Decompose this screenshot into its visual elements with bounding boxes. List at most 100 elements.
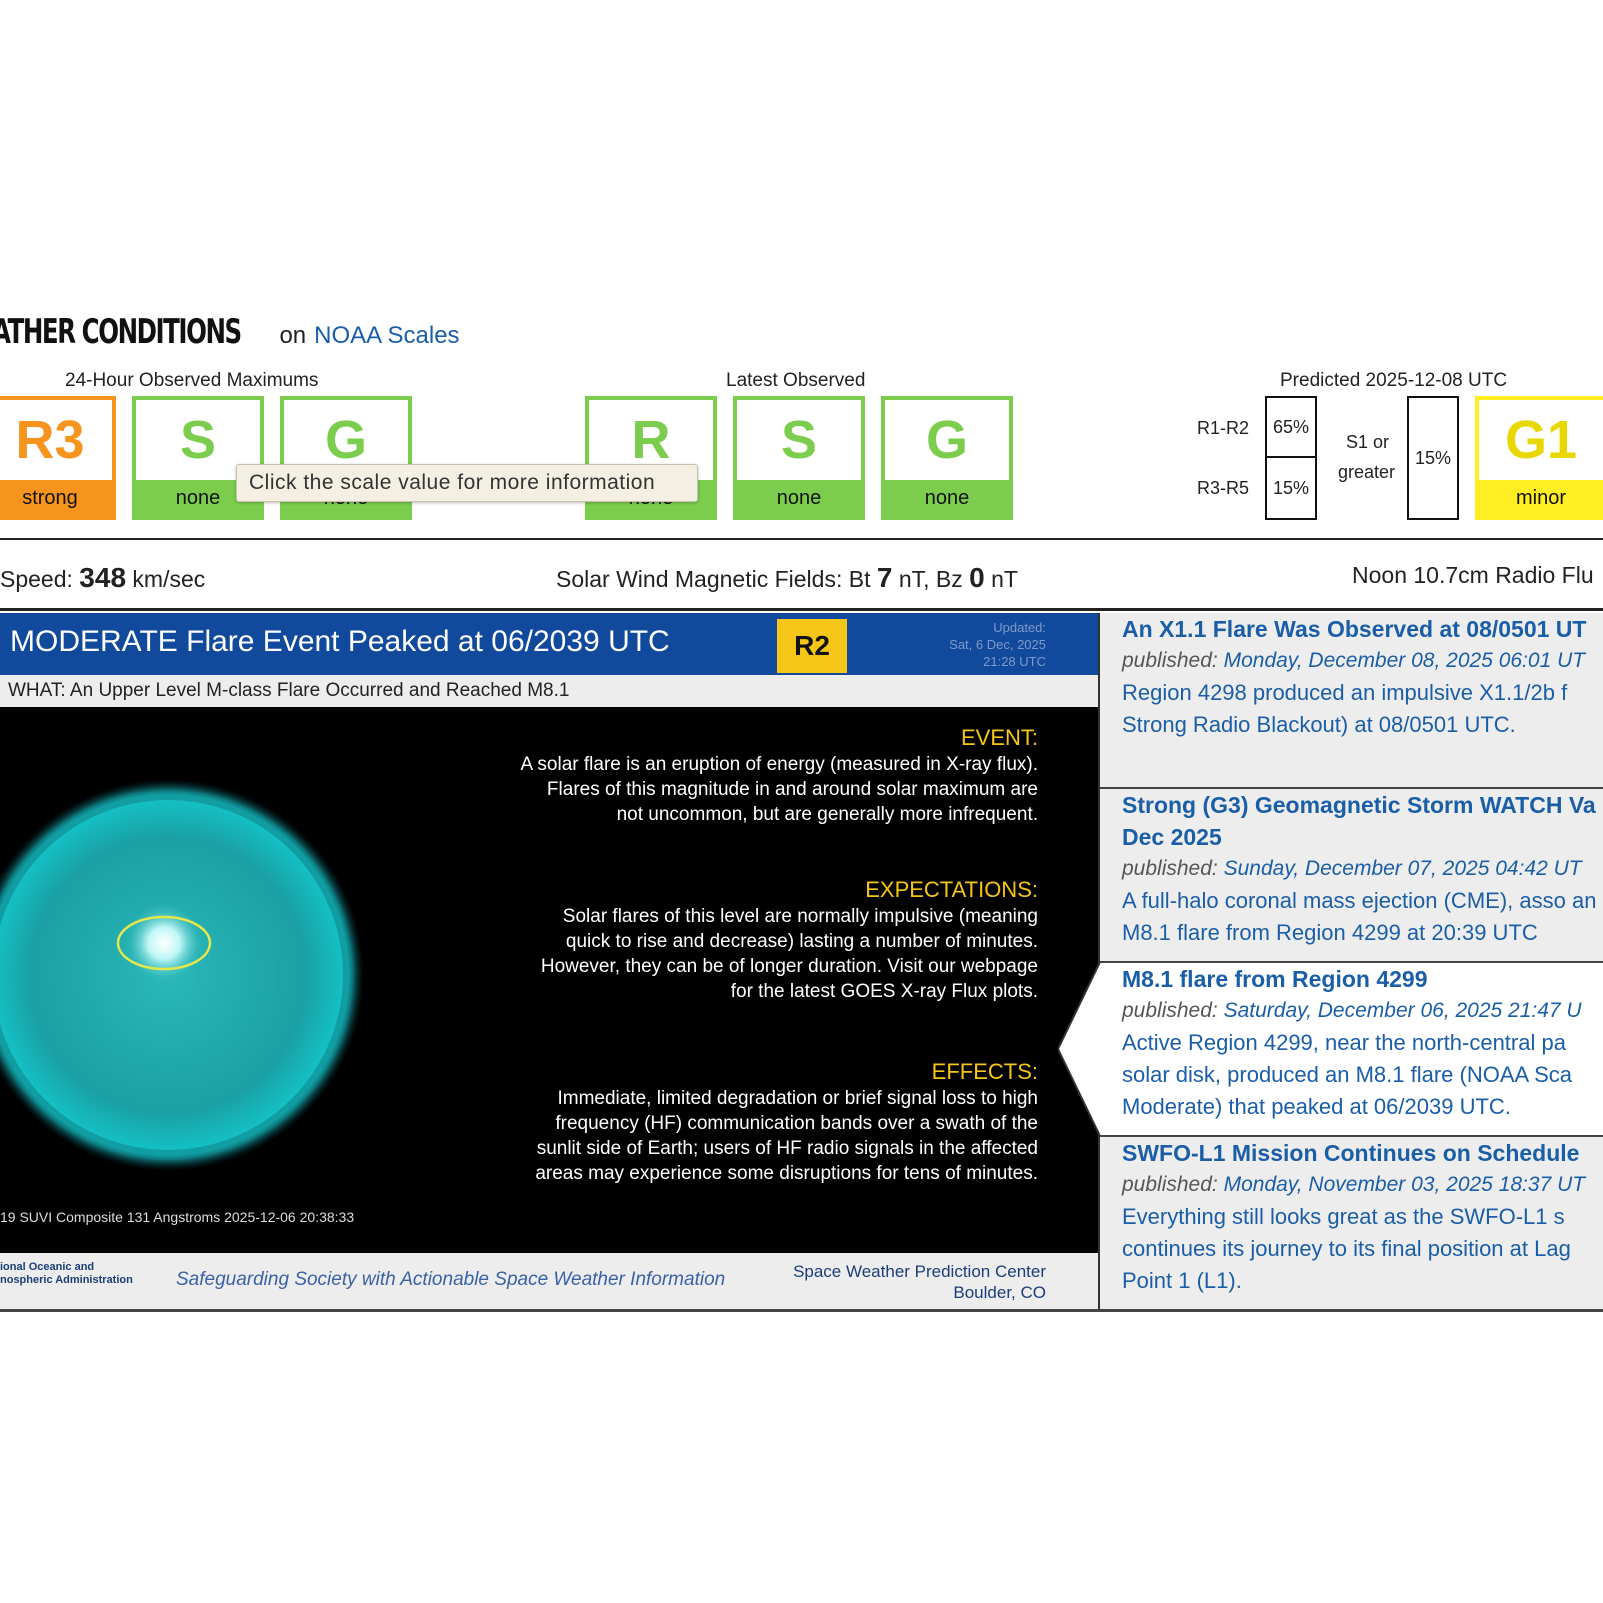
updated-label: Updated: <box>993 620 1046 635</box>
news-published: published: Sunday, December 07, 2025 04:… <box>1122 853 1603 885</box>
observed-max-label: 24-Hour Observed Maximums <box>65 370 319 391</box>
news-divider <box>1100 961 1603 963</box>
scale-desc: none <box>776 486 822 509</box>
bz-label: nT, Bz <box>898 566 963 592</box>
scale-g-predicted[interactable]: G1 minor <box>1475 396 1603 520</box>
effects-heading: EFFECTS: <box>931 1059 1038 1084</box>
effects-section: EFFECTS: Immediate, limited degradation … <box>518 1059 1038 1186</box>
image-caption: 19 SUVI Composite 131 Angstroms 2025-12-… <box>0 1209 355 1225</box>
event-section: EVENT: A solar flare is an eruption of e… <box>518 725 1038 827</box>
speed-value: 348 <box>79 562 127 593</box>
s1-label: S1 or <box>1346 432 1390 452</box>
slogan: Safeguarding Society with Actionable Spa… <box>176 1269 726 1290</box>
scale-g-latest[interactable]: G none <box>881 396 1013 520</box>
news-list: An X1.1 Flare Was Observed at 08/0501 UT… <box>1100 613 1603 1309</box>
noaa-scales-link[interactable]: NOAA Scales <box>314 322 460 349</box>
scale-letter: G1 <box>1479 400 1603 480</box>
news-item[interactable]: An X1.1 Flare Was Observed at 08/0501 UT… <box>1100 613 1603 787</box>
event-text: A solar flare is an eruption of energy (… <box>520 754 1038 825</box>
speed-label: Speed: <box>0 566 73 592</box>
flare-title: MODERATE Flare Event Peaked at 06/2039 U… <box>10 625 670 658</box>
effects-text: Immediate, limited degradation or brief … <box>535 1088 1038 1184</box>
news-item[interactable]: SWFO-L1 Mission Continues on Schedule pu… <box>1100 1137 1603 1309</box>
expectations-section: EXPECTATIONS: Solar flares of this level… <box>518 877 1038 1004</box>
scale-desc: strong <box>22 486 78 509</box>
r3r5-probability[interactable]: 15% <box>1265 456 1317 520</box>
predicted-label: Predicted 2025-12-08 UTC <box>1280 370 1508 391</box>
scale-letter: S <box>136 400 260 480</box>
bt-value: 7 <box>876 562 893 593</box>
news-divider <box>1100 787 1603 789</box>
bz-unit: nT <box>991 566 1018 592</box>
conditions-heading: ATHER CONDITIONS on NOAA Scales <box>0 312 460 352</box>
r1r2-label: R1-R2 <box>1197 418 1250 438</box>
page-title: ATHER CONDITIONS <box>0 312 242 352</box>
scale-desc: minor <box>1515 486 1566 509</box>
news-title[interactable]: An X1.1 Flare Was Observed at 08/0501 UT <box>1122 616 1587 642</box>
scale-r-max[interactable]: R3 strong <box>0 396 116 520</box>
published-label: published: <box>1122 999 1218 1022</box>
divider <box>0 538 1603 540</box>
scale-s-latest[interactable]: S none <box>733 396 865 520</box>
magnetic-fields: Solar Wind Magnetic Fields: Bt 7 nT, Bz … <box>556 562 1018 594</box>
news-title[interactable]: M8.1 flare from Region 4299 <box>1122 966 1428 992</box>
scale-letter: R3 <box>0 400 112 480</box>
published-date: Monday, November 03, 2025 18:37 UT <box>1223 1173 1586 1196</box>
bottom-divider <box>0 1309 1603 1312</box>
speed-unit: km/sec <box>132 566 206 592</box>
scale-desc: none <box>175 486 221 509</box>
flare-event-image[interactable]: MODERATE Flare Event Peaked at 06/2039 U… <box>0 613 1098 1309</box>
news-published: published: Monday, December 08, 2025 06:… <box>1122 645 1603 677</box>
r2-badge: R2 <box>777 619 847 673</box>
noaa-logo-text: ional Oceanic and nospheric Administrati… <box>0 1261 133 1287</box>
flare-footer: ional Oceanic and nospheric Administrati… <box>0 1253 1098 1309</box>
noaa-line-2: nospheric Administration <box>0 1274 133 1286</box>
updated-date: Sat, 6 Dec, 2025 <box>949 637 1046 652</box>
updated-stamp: Updated: Sat, 6 Dec, 2025 21:28 UTC <box>949 619 1046 670</box>
news-summary[interactable]: Active Region 4299, near the north-centr… <box>1122 1030 1572 1119</box>
news-summary[interactable]: Region 4298 produced an impulsive X1.1/2… <box>1122 680 1568 737</box>
published-date: Sunday, December 07, 2025 04:42 UT <box>1223 857 1582 880</box>
active-item-pointer <box>1058 962 1101 1136</box>
radio-flux-label: Noon 10.7cm Radio Flu <box>1352 562 1594 588</box>
news-title[interactable]: SWFO-L1 Mission Continues on Schedule <box>1122 1140 1580 1166</box>
scale-desc: none <box>924 486 970 509</box>
what-bar: WHAT: An Upper Level M-class Flare Occur… <box>0 675 1098 707</box>
heading-on-text: on <box>279 322 307 349</box>
news-published: published: Saturday, December 06, 2025 2… <box>1122 995 1603 1027</box>
news-divider <box>1100 1135 1603 1137</box>
scale-s-max[interactable]: S none <box>132 396 264 520</box>
scale-letter: G <box>885 400 1009 480</box>
event-heading: EVENT: <box>960 725 1038 750</box>
scale-letter: S <box>737 400 861 480</box>
s1-label-greater: greater <box>1338 462 1396 482</box>
noaa-line-1: ional Oceanic and <box>0 1261 95 1273</box>
published-date: Monday, December 08, 2025 06:01 UT <box>1223 649 1586 672</box>
news-item-active[interactable]: M8.1 flare from Region 4299 published: S… <box>1100 963 1603 1135</box>
published-date: Saturday, December 06, 2025 21:47 U <box>1223 999 1582 1022</box>
published-label: published: <box>1122 1173 1218 1196</box>
r3r5-label: R3-R5 <box>1197 478 1250 498</box>
swpc-line-1: Space Weather Prediction Center <box>793 1262 1046 1281</box>
published-label: published: <box>1122 857 1218 880</box>
flare-header: MODERATE Flare Event Peaked at 06/2039 U… <box>0 613 1098 675</box>
news-title[interactable]: Strong (G3) Geomagnetic Storm WATCH Va D… <box>1122 792 1596 850</box>
updated-time: 21:28 UTC <box>983 654 1046 669</box>
news-item[interactable]: Strong (G3) Geomagnetic Storm WATCH Va D… <box>1100 789 1603 961</box>
news-summary[interactable]: Everything still looks great as the SWFO… <box>1122 1204 1571 1293</box>
expectations-heading: EXPECTATIONS: <box>865 877 1038 902</box>
divider <box>0 608 1603 611</box>
news-summary[interactable]: A full-halo coronal mass ejection (CME),… <box>1122 888 1597 945</box>
solar-wind-speed: Speed: 348 km/sec <box>0 562 205 594</box>
published-label: published: <box>1122 649 1218 672</box>
swpc-line-2: Boulder, CO <box>953 1283 1046 1302</box>
r1r2-probability[interactable]: 65% <box>1265 396 1317 458</box>
panel-divider <box>1098 613 1100 1309</box>
news-published: published: Monday, November 03, 2025 18:… <box>1122 1169 1603 1201</box>
scale-tooltip: Click the scale value for more informati… <box>236 464 698 502</box>
bt-label: Solar Wind Magnetic Fields: Bt <box>556 566 871 592</box>
radio-flux: Noon 10.7cm Radio Flu <box>1352 562 1594 589</box>
s1-probability[interactable]: 15% <box>1407 396 1459 520</box>
latest-observed-label: Latest Observed <box>726 370 866 391</box>
bz-value: 0 <box>969 562 985 593</box>
